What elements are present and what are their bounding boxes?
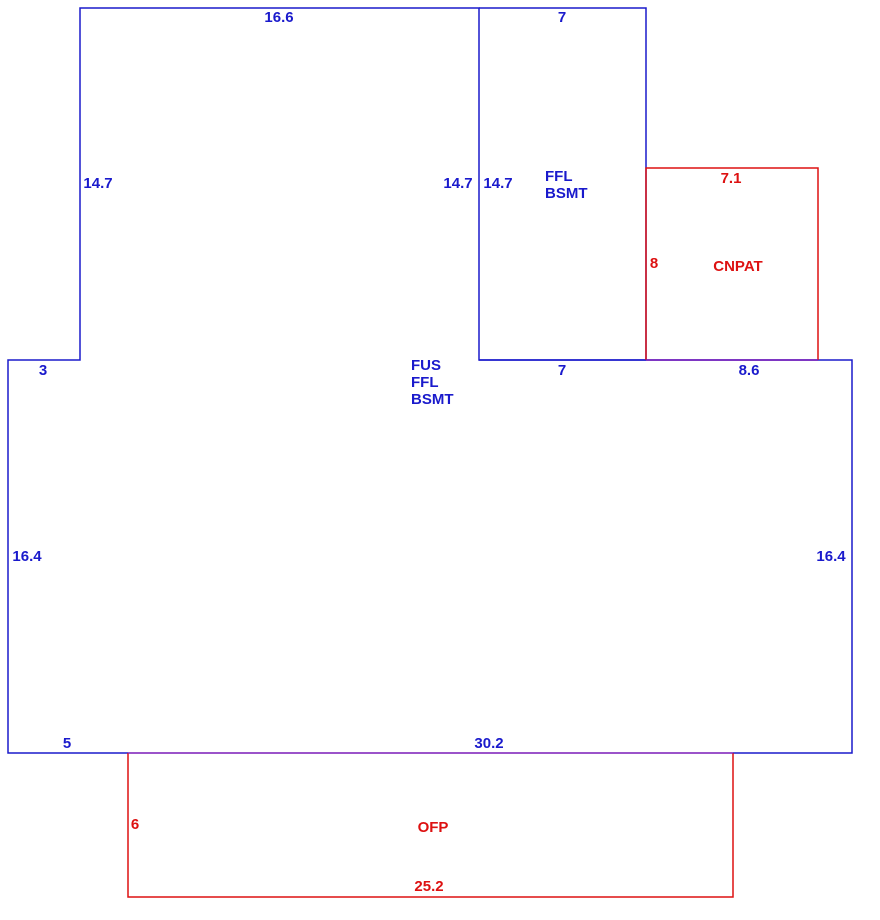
ofp-label: OFP [418, 819, 449, 836]
upper-right-bottom-dimension: 7 [558, 362, 566, 379]
main-left-dimension: 16.4 [12, 548, 42, 565]
cnpat-left-dimension: 8 [650, 255, 658, 272]
cnpat-label: CNPAT [713, 258, 762, 275]
ofp-outline [127, 753, 734, 898]
cnpat-top-dimension: 7.1 [721, 170, 742, 187]
upper-right-top-dimension: 7 [558, 9, 566, 26]
main-label-ffl: FFL [411, 374, 439, 391]
main-right-dimension: 16.4 [816, 548, 846, 565]
main-label-bsmt: BSMT [411, 391, 454, 408]
upper-right-label-ffl: FFL [545, 168, 573, 185]
upper-right-left-dimension: 14.7 [483, 175, 512, 192]
ofp-left-dimension: 6 [131, 816, 139, 833]
main-bottom-dimension: 30.2 [474, 735, 503, 752]
main-living-outline [7, 7, 853, 754]
upper-left-right-dimension: 14.7 [443, 175, 472, 192]
main-top-left-dimension: 3 [39, 362, 47, 379]
upper-left-top-dimension: 16.6 [264, 9, 293, 26]
cnpat-outline [645, 167, 819, 360]
main-bottom-left-dimension: 5 [63, 735, 71, 752]
main-label-fus: FUS [411, 357, 441, 374]
upper-right-label-bsmt: BSMT [545, 185, 588, 202]
main-top-right-dimension: 8.6 [739, 362, 760, 379]
ofp-bottom-dimension: 25.2 [414, 878, 443, 895]
upper-left-left-dimension: 14.7 [83, 175, 112, 192]
